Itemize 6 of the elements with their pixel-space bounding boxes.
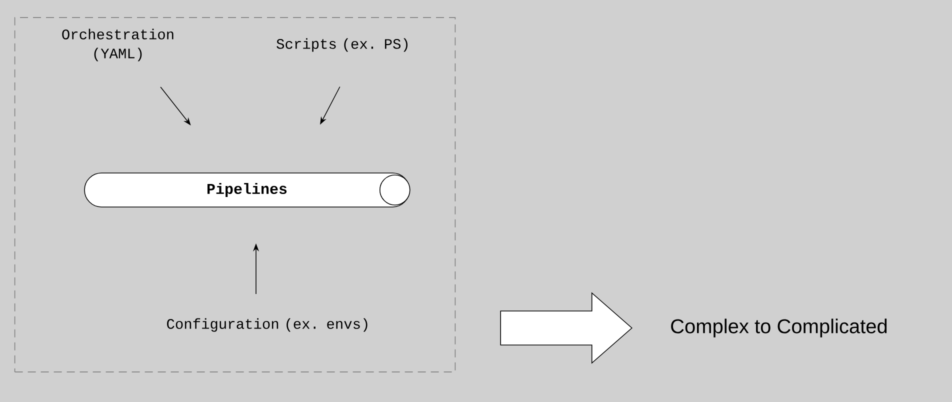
dashed-frame [14,17,456,372]
label-text: Scripts (ex. PS) [276,38,408,52]
label-text: Configuration (ex. envs) [167,318,368,332]
block-arrow [500,292,632,364]
label-text: Orchestration (YAML) [62,28,174,62]
heading-text: Complex to Complicated [671,318,887,338]
